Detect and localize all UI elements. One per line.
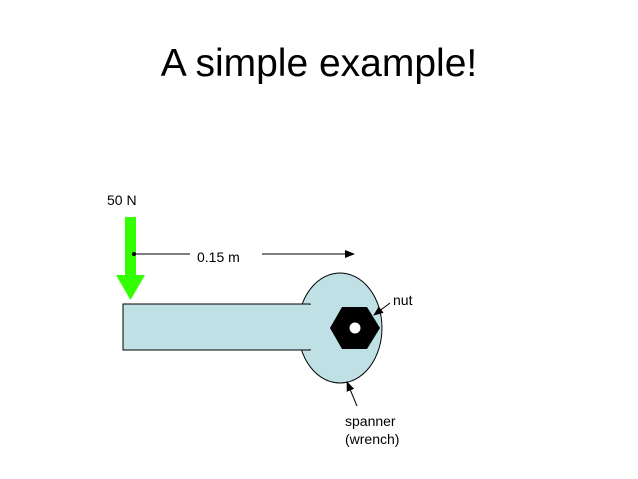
nut-pointer — [373, 302, 391, 316]
force-arrow — [116, 217, 145, 300]
force-label: 50 N — [107, 192, 137, 208]
slide-title: A simple example! — [160, 42, 478, 85]
spanner-handle — [122, 303, 311, 351]
nut-label: nut — [393, 292, 413, 308]
nut-hole — [348, 321, 362, 335]
spanner-label-line2: (wrench) — [345, 431, 400, 447]
spanner-pointer — [346, 381, 358, 407]
distance-label: 0.15 m — [197, 249, 240, 265]
spanner-label-line1: spanner — [345, 413, 396, 429]
